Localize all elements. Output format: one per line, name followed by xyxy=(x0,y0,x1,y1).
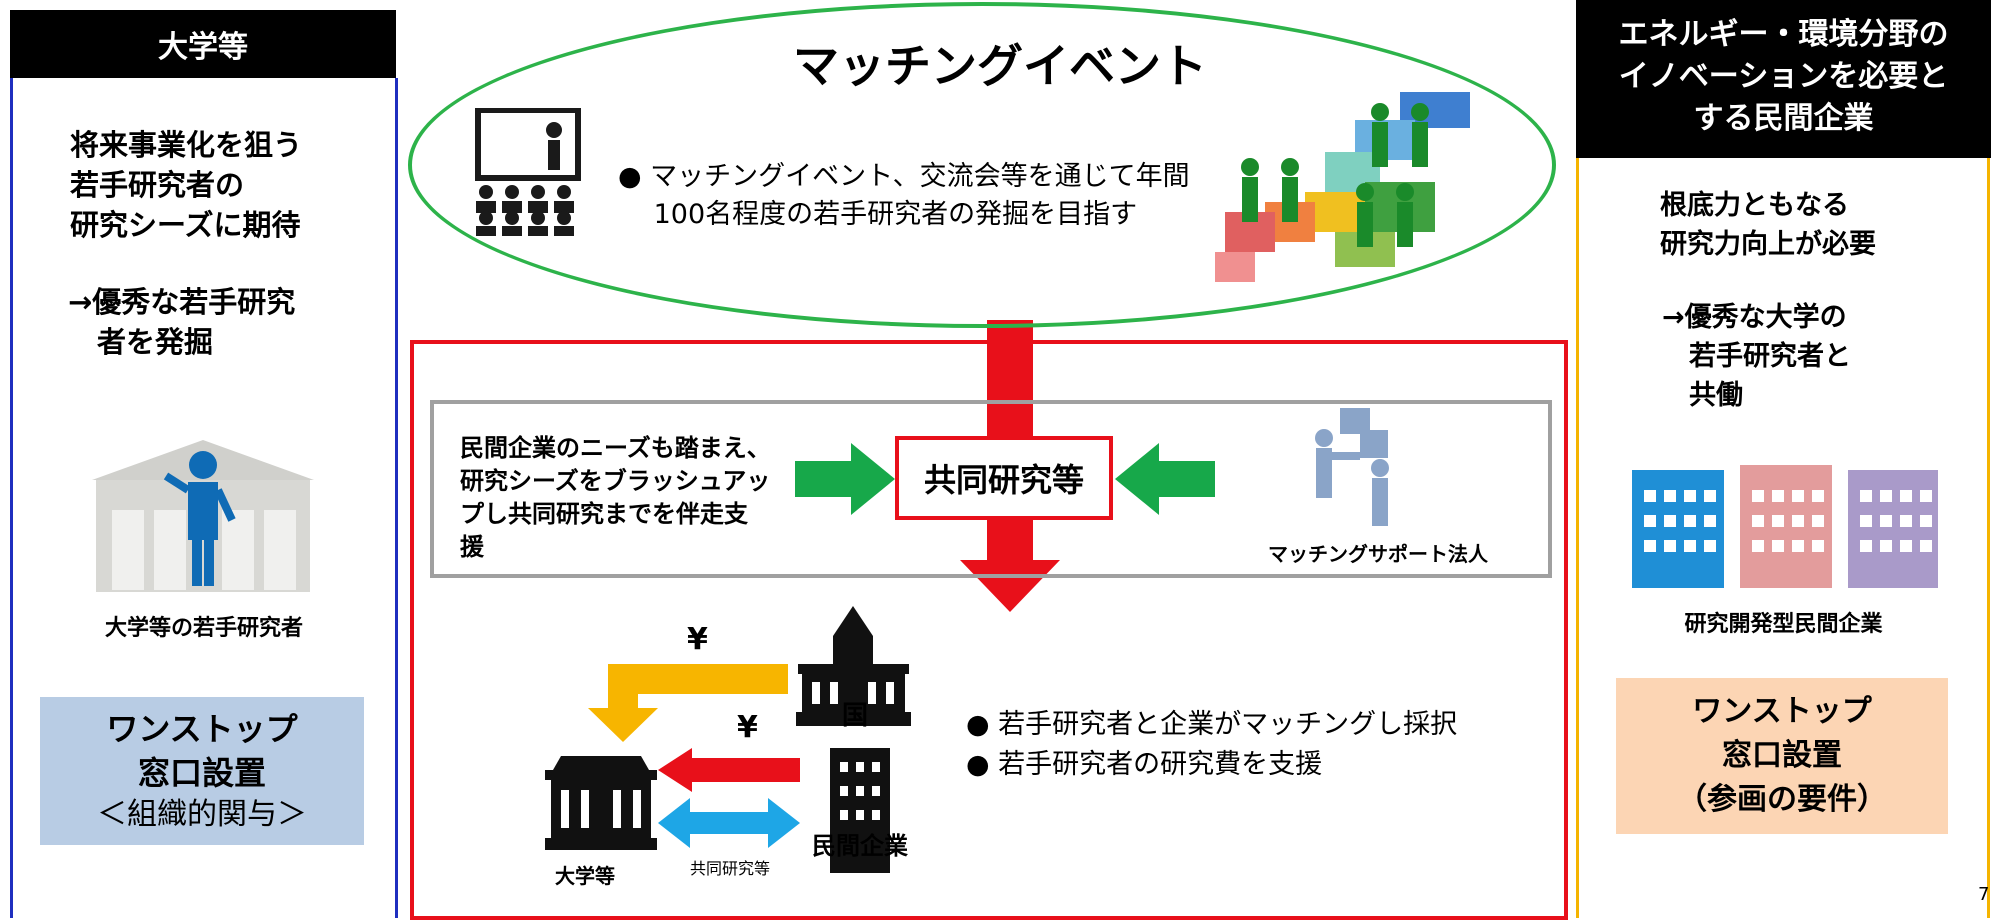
event-bullet-text: ● マッチングイベント、交流会等を通じて年間 100名程度の若手研究者の発掘を目… xyxy=(618,161,1190,230)
right-arrow-text: →優秀な大学の 若手研究者と 共働 xyxy=(1662,302,1851,411)
left-caption: 大学等の若手研究者 xyxy=(104,616,303,641)
matching-support-label: マッチングサポート法人 xyxy=(1268,542,1488,566)
kuni-label: 国 xyxy=(842,701,869,731)
event-title: マッチングイベント xyxy=(793,39,1207,93)
university-researcher-icon xyxy=(92,440,314,592)
right-panel-header: エネルギー・環境分野の イノベーションを必要と する民間企業 xyxy=(1576,0,1991,158)
right-box-line3: （参画の要件） xyxy=(1677,782,1887,817)
company-buildings-icon xyxy=(1632,465,1938,588)
right-box-line2: 窓口設置 xyxy=(1722,738,1842,773)
left-box-line1: ワンストップ xyxy=(106,710,298,748)
matching-event-ellipse xyxy=(408,2,1556,328)
green-right-arrow xyxy=(795,443,895,515)
green-left-arrow xyxy=(1115,443,1215,515)
left-arrow-text: →優秀な若手研究 者を発掘 xyxy=(68,285,296,359)
right-panel xyxy=(1576,158,1990,918)
red-funding-arrow xyxy=(658,748,800,792)
page-number: 7 xyxy=(1978,884,1990,905)
yen-symbol-lower: ¥ xyxy=(737,710,758,745)
joint-research-small-label: 共同研究等 xyxy=(690,859,771,878)
minkan-label: 民間企業 xyxy=(812,832,908,860)
support-bullet-1: ● 若手研究者と企業がマッチングし採択 xyxy=(966,709,1458,740)
japan-map-handshake-icon xyxy=(1215,92,1470,282)
support-process-box xyxy=(430,400,1552,578)
university-building-icon xyxy=(545,756,657,850)
left-box-line2: 窓口設置 xyxy=(137,754,266,792)
puzzle-people-icon xyxy=(1315,408,1389,526)
yen-symbol-upper: ¥ xyxy=(687,622,708,657)
company-building-icon xyxy=(830,748,890,873)
left-expectation-text: 将来事業化を狙う 若手研究者の 研究シーズに期待 xyxy=(70,128,303,242)
support-bullet-1-text: 若手研究者と企業がマッチングし採択 xyxy=(998,709,1458,740)
right-need-text: 根底力ともなる 研究力向上が必要 xyxy=(1660,190,1876,260)
support-bullet-2-text: 若手研究者の研究費を支援 xyxy=(998,749,1323,780)
university-label: 大学等 xyxy=(555,864,615,888)
right-onestop-box: ワンストップ 窓口設置 （参画の要件） xyxy=(1616,678,1948,834)
presentation-audience-icon xyxy=(475,108,581,236)
joint-research-box: 共同研究等 xyxy=(895,436,1113,520)
government-building-icon xyxy=(796,606,911,726)
yellow-funding-arrow xyxy=(588,664,788,742)
right-caption: 研究開発型民間企業 xyxy=(1684,612,1883,637)
support-bullet-list: ● 若手研究者と企業がマッチングし採択 ● 若手研究者の研究費を支援 xyxy=(966,705,1457,785)
left-onestop-box: ワンストップ 窓口設置 ＜組織的関与＞ xyxy=(40,697,364,845)
support-description: 民間企業のニーズも踏まえ、 研究シーズをブラッシュアッ プし共同研究までを伴走支… xyxy=(460,434,771,561)
left-box-line3: ＜組織的関与＞ xyxy=(97,797,307,832)
left-panel-header: 大学等 xyxy=(10,10,396,78)
support-bullet-2: ● 若手研究者の研究費を支援 xyxy=(966,749,1323,780)
right-box-line1: ワンストップ xyxy=(1692,694,1872,729)
left-panel xyxy=(10,78,398,918)
joint-research-double-arrow xyxy=(658,798,800,848)
